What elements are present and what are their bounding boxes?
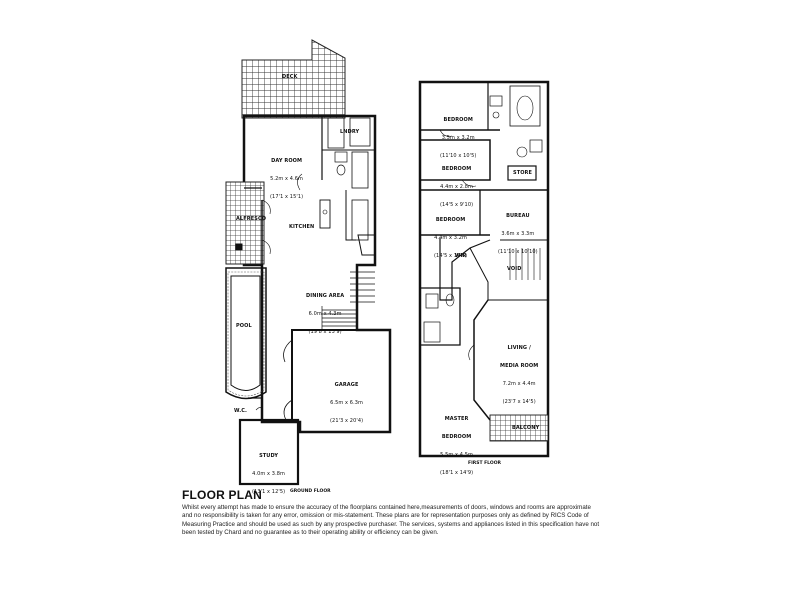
- room-label-balcony: BALCONY: [512, 425, 540, 431]
- room-dimensions-metric: 4.4m x 3.2m: [434, 235, 468, 241]
- room-dimensions-imperial: (19'8 x 13'9): [308, 329, 342, 335]
- room-dimensions-imperial: (11'10 x 10'5): [440, 153, 477, 159]
- deck-area: [241, 39, 346, 119]
- room-label-wc: W.C.: [234, 408, 247, 414]
- room-name: GARAGE: [334, 382, 359, 388]
- room-dimensions-metric: 6.5m x 6.3m: [330, 400, 364, 406]
- room-label-bureau: BUREAU 3.6m x 3.3m (11'10 x 10'10): [498, 201, 538, 261]
- room-name: STUDY: [259, 453, 279, 459]
- floor-plan-title: FLOOR PLAN: [182, 488, 262, 502]
- room-label-bedroom-2: BEDROOM 4.4m x 2.8m (14'5 x 9'10): [440, 154, 473, 214]
- room-name: BEDROOM: [443, 117, 473, 123]
- first-floor-outline: [418, 80, 550, 458]
- room-dimensions-metric: 5.5m x 4.5m: [440, 452, 474, 458]
- room-name: BEDROOM: [441, 166, 472, 172]
- room-name: BEDROOM: [435, 217, 466, 223]
- room-name: DINING AREA: [306, 293, 345, 299]
- room-label-day-room: DAY ROOM 5.2m x 4.6m (17'1 x 15'1): [270, 146, 303, 206]
- room-dimensions-imperial: (13'1 x 12'5): [252, 489, 286, 495]
- room-label-store: STORE: [513, 170, 533, 176]
- balcony-area: [489, 414, 549, 442]
- room-name-line2: MEDIA ROOM: [500, 363, 539, 369]
- room-dimensions-metric: 3.6m x 3.3m: [501, 231, 535, 237]
- room-dimensions-imperial: (17'1 x 15'1): [270, 194, 304, 200]
- room-dimensions-imperial: (18'1 x 14'9): [440, 470, 474, 476]
- ground-floor-caption: GROUND FLOOR: [290, 489, 331, 494]
- ground-floor-plan: [225, 39, 392, 486]
- room-label-bedroom-1: BEDROOM 3.5m x 3.2m (11'10 x 10'5): [440, 105, 476, 165]
- room-label-study: STUDY 4.0m x 3.8m (13'1 x 12'5): [252, 441, 285, 501]
- first-floor-caption: FIRST FLOOR: [468, 461, 501, 466]
- first-floor-plan: [418, 80, 550, 458]
- store-outline: [507, 165, 537, 181]
- room-label-bedroom-3: BEDROOM 4.4m x 3.2m (14'5 x 10'6): [434, 205, 467, 265]
- alfresco-area: [225, 181, 265, 265]
- room-label-lndry: LNDRY: [340, 129, 360, 135]
- garage-outline: [291, 329, 391, 433]
- room-label-void: VOID: [507, 266, 522, 272]
- room-label-living-media-room: LIVING / MEDIA ROOM 7.2m x 4.4m (23'7 x …: [500, 333, 538, 411]
- disclaimer-text: Whilst every attempt has made to ensure …: [182, 504, 600, 536]
- room-dimensions-imperial: (23'7 x 14'5): [502, 399, 536, 405]
- room-dimensions-metric: 7.2m x 4.4m: [502, 381, 536, 387]
- room-dimensions-metric: 6.0m x 4.3m: [308, 311, 342, 317]
- room-name-line2: BEDROOM: [441, 434, 472, 440]
- study-outline: [238, 418, 300, 486]
- room-name: DAY ROOM: [271, 158, 303, 164]
- room-dimensions-imperial: (11'10 x 10'10): [498, 249, 538, 255]
- room-label-master-bedroom: MASTER BEDROOM 5.5m x 4.5m (18'1 x 14'9): [440, 404, 473, 482]
- room-label-pool: POOL: [236, 323, 252, 329]
- room-label-garage: GARAGE 6.5m x 6.3m (21'3 x 20'4): [330, 370, 363, 430]
- room-name: LIVING /: [507, 345, 531, 351]
- room-name: MASTER: [444, 416, 469, 422]
- kitchen-island: [319, 199, 331, 229]
- room-dimensions-metric: 5.2m x 4.6m: [270, 176, 304, 182]
- room-dimensions-metric: 4.4m x 2.8m: [440, 184, 474, 190]
- room-dimensions-imperial: (14'5 x 10'6): [434, 253, 468, 259]
- room-label-kitchen: KITCHEN: [289, 224, 315, 230]
- room-dimensions-imperial: (21'3 x 20'4): [330, 418, 364, 424]
- room-label-alfresco: ALFRESCO: [236, 216, 267, 222]
- room-label-deck: DECK: [282, 74, 298, 80]
- room-label-dining-area: DINING AREA 6.0m x 4.3m (19'8 x 13'9): [306, 281, 344, 341]
- room-name: BUREAU: [506, 213, 530, 219]
- room-dimensions-imperial: (14'5 x 9'10): [440, 202, 474, 208]
- room-dimensions-metric: 4.0m x 3.8m: [252, 471, 286, 477]
- room-label-wir: WIR: [455, 253, 467, 259]
- room-dimensions-metric: 3.5m x 3.2m: [441, 135, 475, 141]
